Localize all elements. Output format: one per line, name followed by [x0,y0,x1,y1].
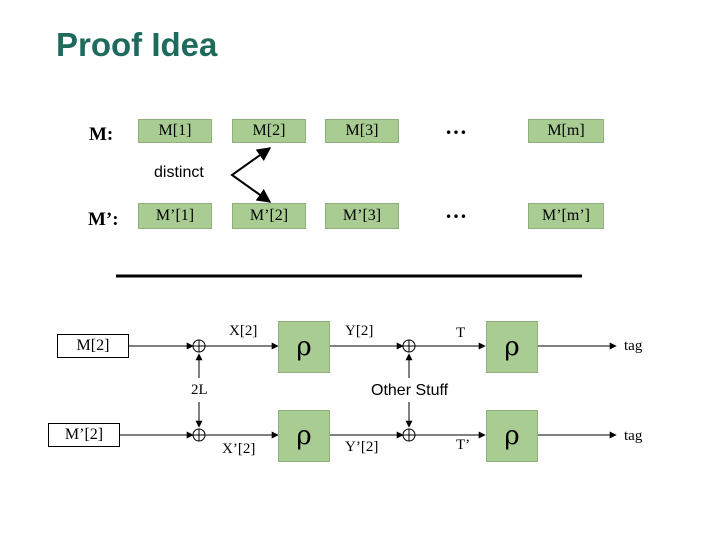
top-rho-box-2: ρ [486,321,538,373]
bottom-x-label: X’[2] [222,441,256,457]
bottom-y-label: Y’[2] [345,439,379,455]
mp-ellipsis: … [445,198,470,223]
m-cell-2: M[2] [232,119,306,143]
bottom-t-label: T’ [456,437,471,453]
top-input-box: M[2] [57,334,129,358]
m-ellipsis: … [445,114,470,139]
top-y-label: Y[2] [345,323,374,339]
mp-cell-2: M’[2] [232,203,306,229]
mp-cell-1: M’[1] [138,203,212,229]
top-t-label: T [456,325,466,341]
top-rho-box-1: ρ [278,321,330,373]
bottom-rho-box-2: ρ [486,410,538,462]
two-l-label: 2L [191,382,208,398]
m-cell-1: M[1] [138,119,212,143]
page-title: Proof Idea [56,26,218,63]
row-m-label: M: [89,124,114,145]
distinct-bracket [230,147,272,203]
m-cell-3: M[3] [325,119,399,143]
mp-cell-3: M’[3] [325,203,399,229]
m-cell-m: M[m] [528,119,604,143]
other-stuff-label: Other Stuff [371,382,449,399]
top-output-label: tag [624,338,643,354]
mp-cell-m: M’[m’] [528,203,604,229]
bottom-input-box: M’[2] [48,423,120,447]
distinct-label: distinct [154,164,204,181]
row-mp-label: M’: [88,209,119,230]
bottom-rho-box-1: ρ [278,410,330,462]
top-x-label: X[2] [229,323,258,339]
bottom-output-label: tag [624,428,643,444]
